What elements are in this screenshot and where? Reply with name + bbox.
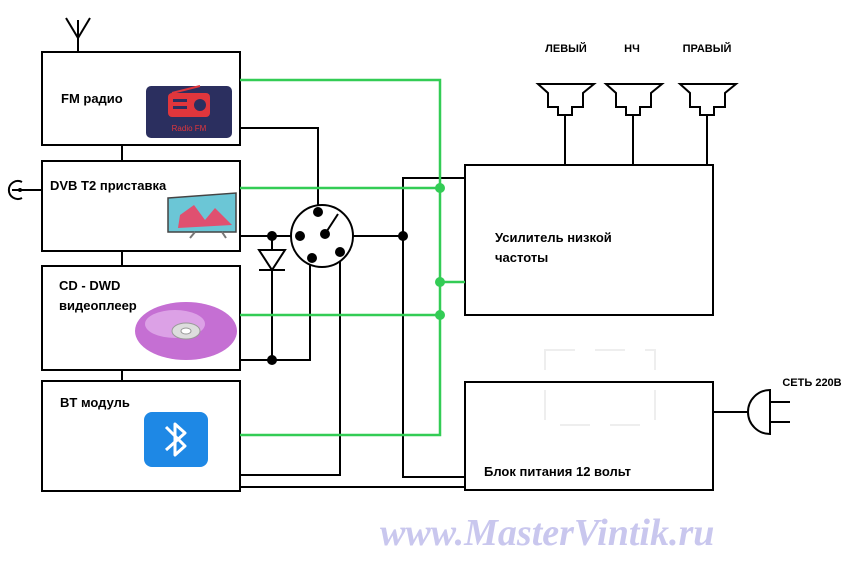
tv-icon — [167, 192, 237, 239]
radio-fm-logo-icon: Radio FM — [146, 85, 232, 138]
speaker-right-label: ПРАВЫЙ — [683, 42, 732, 55]
bt-label: BT модуль — [60, 395, 130, 410]
psu-label: Блок питания 12 вольт — [484, 464, 631, 479]
diode-icon — [257, 249, 287, 272]
bluetooth-icon — [144, 412, 208, 467]
speaker-sub-icon — [603, 83, 665, 165]
radio-logo-text: Radio FM — [172, 124, 207, 133]
mains-label: СЕТЬ 220В — [782, 377, 841, 389]
amp-label-line1: Усилитель низкой — [495, 230, 612, 245]
cd-label-line2: видеоплеер — [59, 298, 137, 313]
mains-plug-icon — [713, 388, 790, 436]
speaker-sub-label: НЧ — [624, 43, 640, 55]
rotary-switch-icon — [290, 204, 354, 268]
amplifier-block — [464, 164, 714, 316]
coax-input-icon — [7, 180, 42, 200]
fm-radio-label: FM радио — [61, 91, 123, 106]
power-supply-block — [464, 381, 714, 491]
watermark-text: www.MasterVintik.ru — [380, 512, 714, 554]
amp-psu-wire — [402, 177, 465, 478]
fm-to-switch-wire — [240, 127, 319, 212]
cd-label-line1: CD - DWD — [59, 278, 120, 293]
speaker-left-icon — [535, 83, 597, 165]
bt-to-switch-wire — [240, 258, 341, 476]
cd-disc-icon — [135, 302, 237, 360]
cd-to-switch-wire — [240, 260, 311, 361]
antenna-icon — [65, 17, 91, 52]
green-power-wire — [240, 78, 442, 437]
speaker-left-label: ЛЕВЫЙ — [545, 42, 587, 55]
amp-label-line2: частоты — [495, 250, 548, 265]
speaker-right-icon — [677, 83, 739, 165]
dvb-label: DVB T2 приставка — [50, 178, 167, 193]
